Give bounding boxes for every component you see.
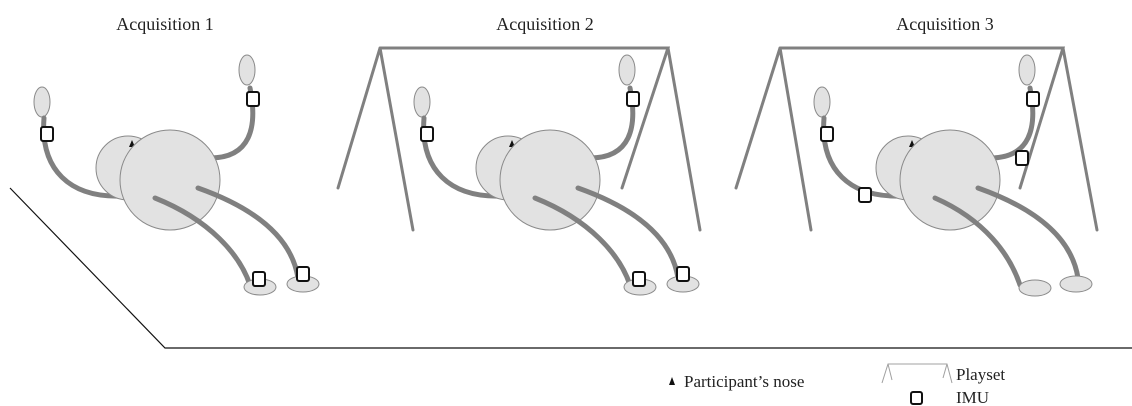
- legend-imu-icon: [910, 391, 923, 405]
- legend-nose-icon: [669, 377, 675, 385]
- panel-title: Acquisition 3: [896, 14, 994, 34]
- torso: [899, 129, 1001, 231]
- torso: [499, 129, 601, 231]
- left-hand: [33, 86, 51, 118]
- left-leg: [932, 195, 1023, 288]
- imu-sensor: [632, 271, 646, 287]
- panel-title: Acquisition 2: [496, 14, 594, 34]
- right-leg: [195, 185, 301, 281]
- right-leg: [575, 185, 681, 281]
- panel-acquisition-2: Acquisition 2: [336, 14, 702, 296]
- imu-sensor: [1015, 150, 1029, 166]
- right-hand: [618, 54, 636, 86]
- legend: Participant’s nose Playset IMU: [669, 363, 1005, 406]
- panel-acquisition-3: Acquisition 3: [734, 14, 1099, 297]
- imu-sensor: [420, 126, 434, 142]
- panel-title: Acquisition 1: [116, 14, 214, 34]
- imu-sensor: [296, 266, 310, 282]
- imu-sensor: [626, 91, 640, 107]
- playset-frame: [336, 46, 702, 232]
- imu-sensor: [1026, 91, 1040, 107]
- playset-frame: [734, 46, 1099, 232]
- right-hand: [1018, 54, 1036, 86]
- imu-sensor: [820, 126, 834, 142]
- imu-sensor: [858, 187, 872, 203]
- floor-line: [9, 187, 1132, 349]
- imu-sensor: [252, 271, 266, 287]
- left-leg: [532, 195, 633, 288]
- left-hand: [413, 86, 431, 118]
- legend-imu-label: IMU: [956, 388, 989, 406]
- legend-nose-label: Participant’s nose: [684, 372, 804, 391]
- imu-sensor: [676, 266, 690, 282]
- panel-acquisition-1: Acquisition 1: [33, 14, 320, 296]
- right-leg: [975, 185, 1081, 281]
- left-foot: [1018, 279, 1052, 297]
- imu-sensor: [40, 126, 54, 142]
- legend-playset-label: Playset: [956, 365, 1005, 384]
- left-hand: [813, 86, 831, 118]
- right-foot: [1059, 275, 1093, 293]
- legend-playset-icon: [881, 363, 953, 384]
- right-hand: [238, 54, 256, 86]
- torso: [119, 129, 221, 231]
- imu-sensor: [246, 91, 260, 107]
- left-leg: [152, 195, 253, 288]
